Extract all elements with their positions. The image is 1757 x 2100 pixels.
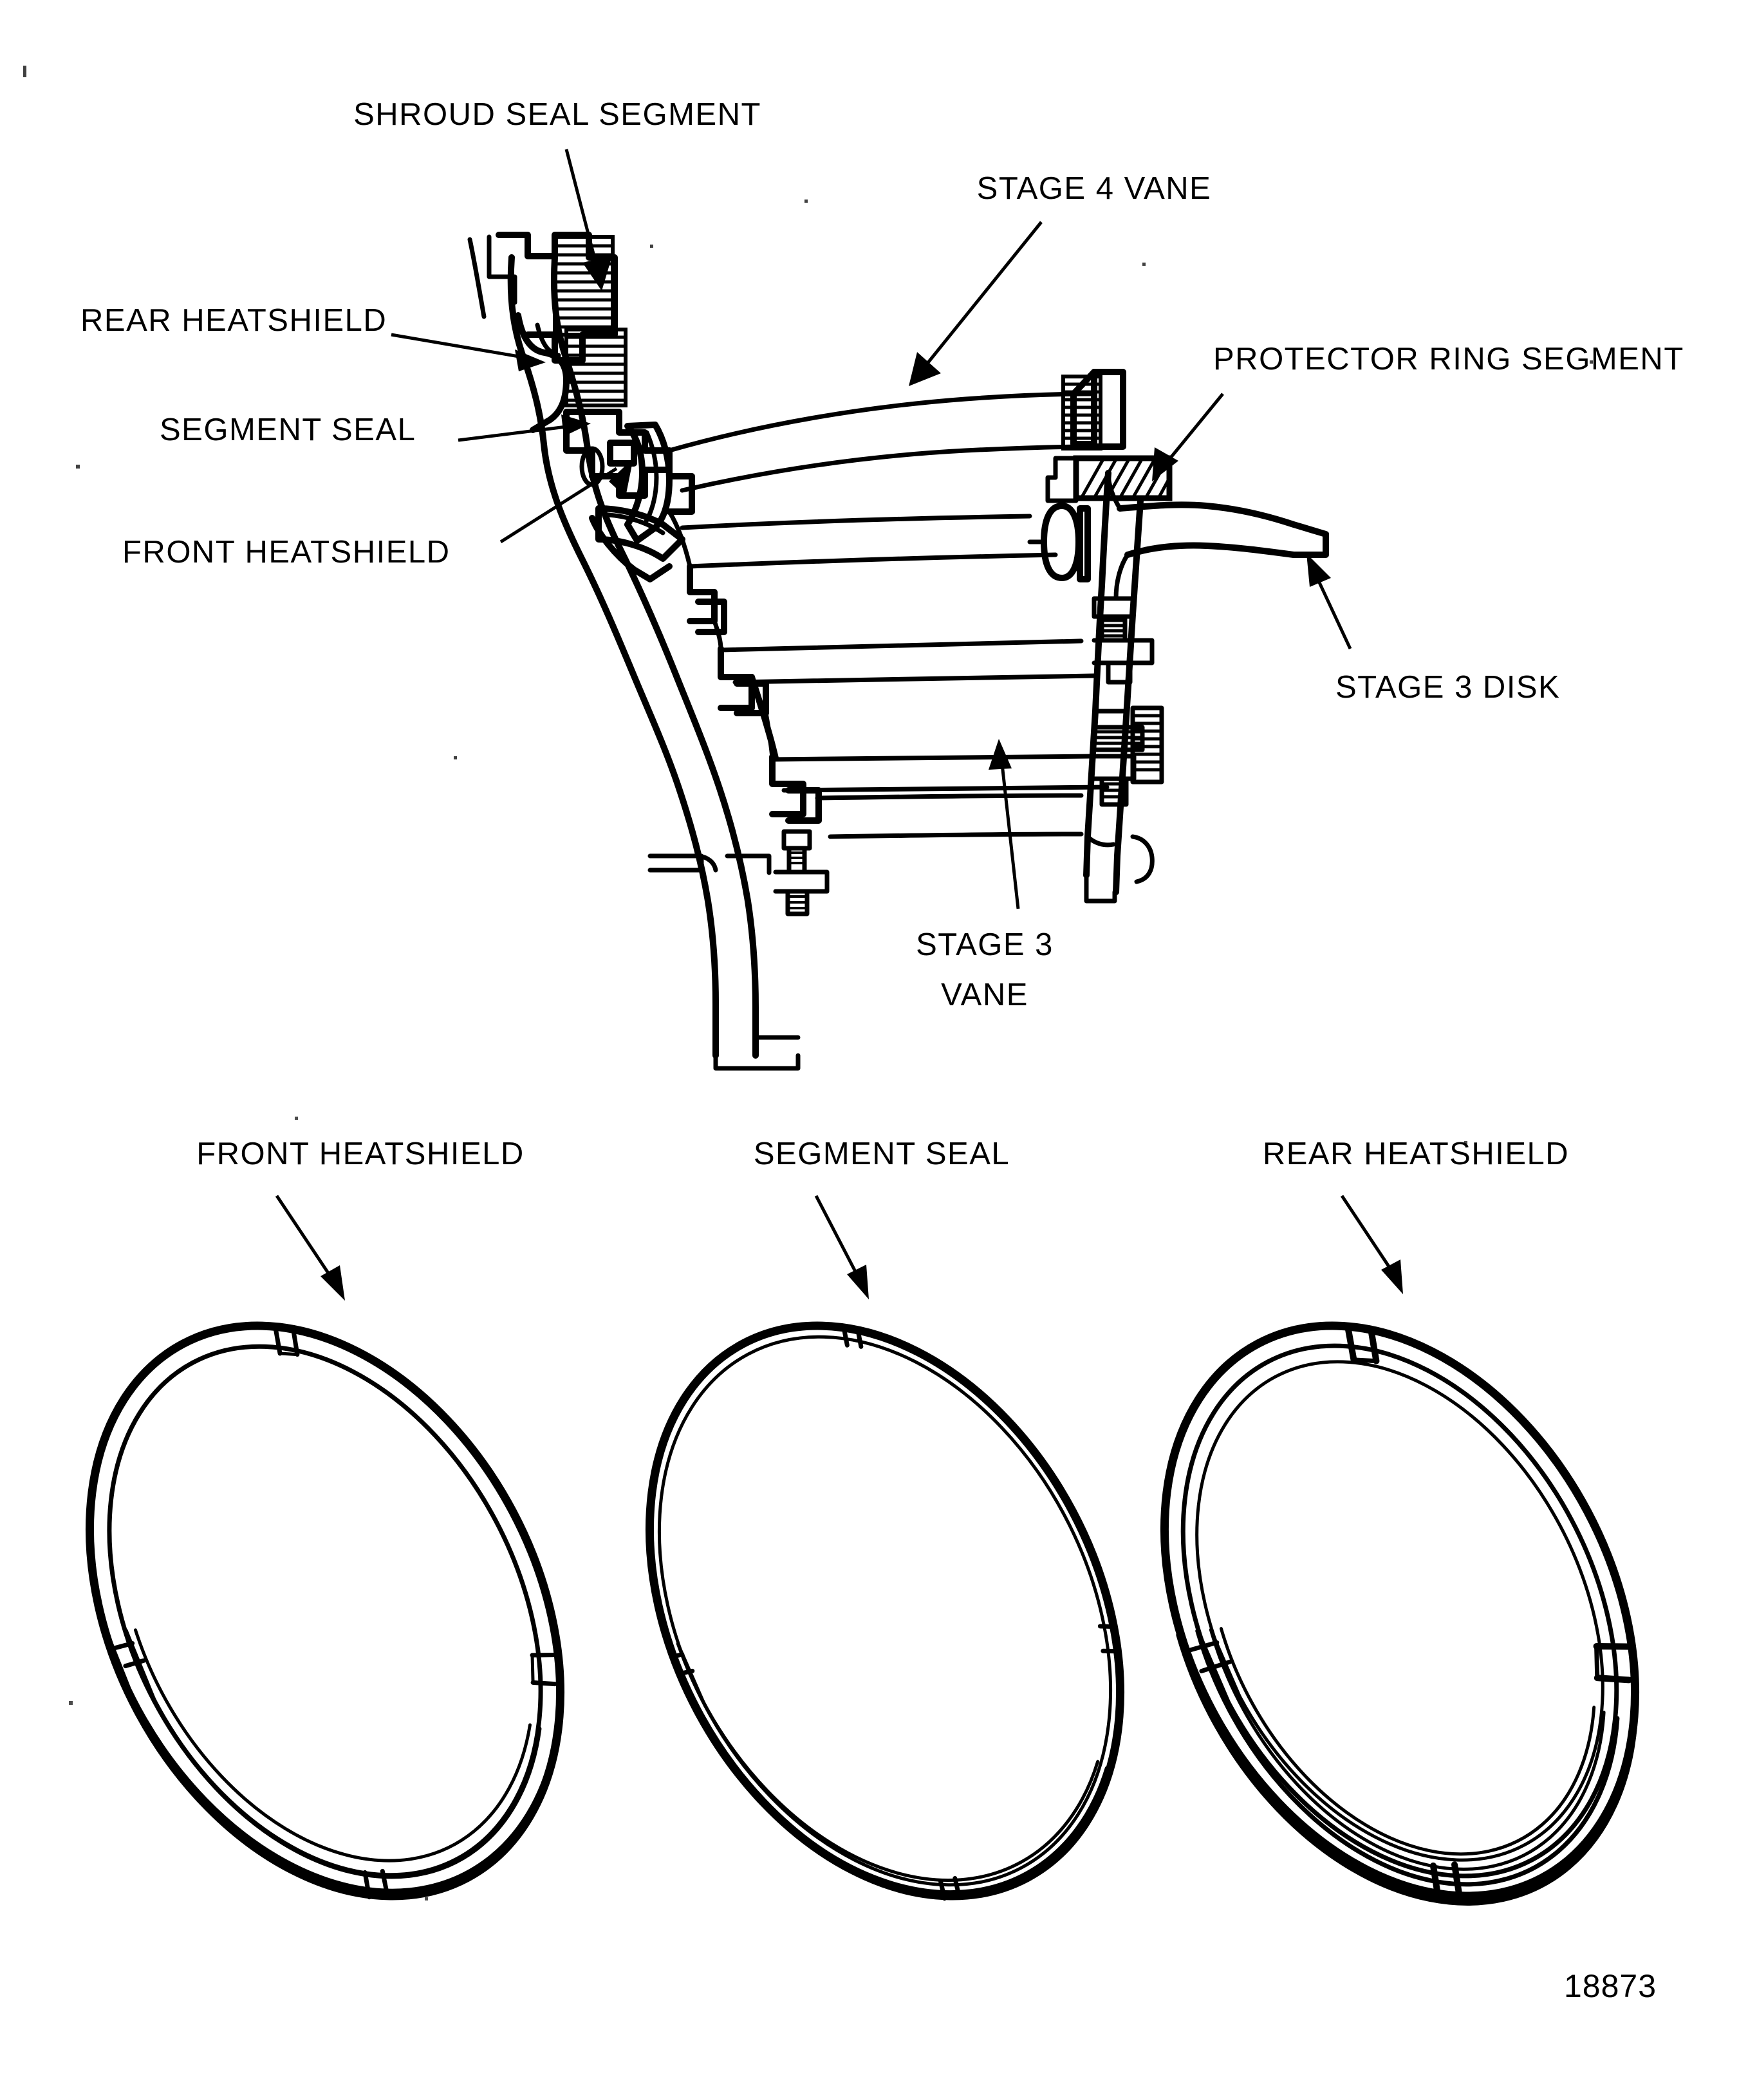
segment-break	[273, 1324, 300, 1357]
casing-outer-wall	[507, 254, 801, 1071]
segment-break	[841, 1326, 864, 1349]
parts-row-leaders	[275, 1194, 1403, 1301]
stage-4-vane-part	[667, 369, 1126, 493]
bolt-assembly-lower	[1088, 705, 1164, 807]
callout-stage-3-vane-line2: VANE	[941, 978, 1028, 1012]
segment-break	[671, 1652, 695, 1675]
callout-stage-4-vane: STAGE 4 VANE	[976, 171, 1212, 206]
segment-break	[1429, 1861, 1463, 1900]
honeycomb-hatch-upper	[553, 235, 615, 337]
lower-left-tab	[647, 853, 718, 873]
inner-structure	[666, 447, 822, 824]
callout-rear-heatshield: REAR HEATSHIELD	[80, 303, 387, 338]
segment-break	[362, 1868, 390, 1900]
rotor-hub-structure	[1027, 470, 1144, 904]
segment-break	[111, 1640, 146, 1669]
scan-specks	[23, 66, 1593, 759]
segment-break	[1097, 1624, 1116, 1654]
part-label-front-heatshield: FRONT HEATSHIELD	[196, 1137, 525, 1171]
segment-seal-ring-art	[646, 1321, 1124, 1901]
rear-heatshield-part	[515, 312, 570, 433]
segment-break	[938, 1876, 962, 1901]
front-heatshield-ring-art	[86, 1321, 564, 1900]
bolt-assembly-left	[725, 829, 830, 916]
honeycomb-hatch-right	[1061, 375, 1102, 451]
scan-specks-lower	[69, 1117, 1467, 1900]
figure-number: 18873	[1564, 1968, 1657, 2004]
rear-heatshield-ring-art	[1160, 1321, 1639, 1906]
callout-stage-3-disk: STAGE 3 DISK	[1335, 670, 1561, 705]
lower-right-hook	[1130, 834, 1155, 884]
part-label-rear-heatshield: REAR HEATSHIELD	[1262, 1137, 1570, 1171]
part-label-segment-seal: SEGMENT SEAL	[753, 1137, 1010, 1171]
bolt-assembly-upper	[1092, 596, 1155, 685]
segment-break	[530, 1652, 557, 1687]
callout-leaders	[391, 149, 1352, 909]
callout-protector-ring-segment: PROTECTOR RING SEGMENT	[1213, 342, 1684, 376]
segment-break	[1344, 1323, 1380, 1364]
cross-section-drawing	[23, 66, 1593, 1071]
segment-break	[1593, 1642, 1633, 1684]
callout-segment-seal: SEGMENT SEAL	[160, 413, 416, 447]
segment-break	[1185, 1640, 1232, 1674]
callout-shroud-seal-segment: SHROUD SEAL SEGMENT	[353, 97, 761, 132]
callout-stage-3-vane-line1: STAGE 3	[916, 927, 1054, 962]
parts-row-drawing	[69, 1117, 1639, 1906]
callout-front-heatshield: FRONT HEATSHIELD	[122, 535, 451, 570]
front-heatshield-wedge	[589, 505, 685, 582]
stage-3-vane-part	[815, 793, 1084, 839]
vane-platforms	[680, 514, 1110, 793]
